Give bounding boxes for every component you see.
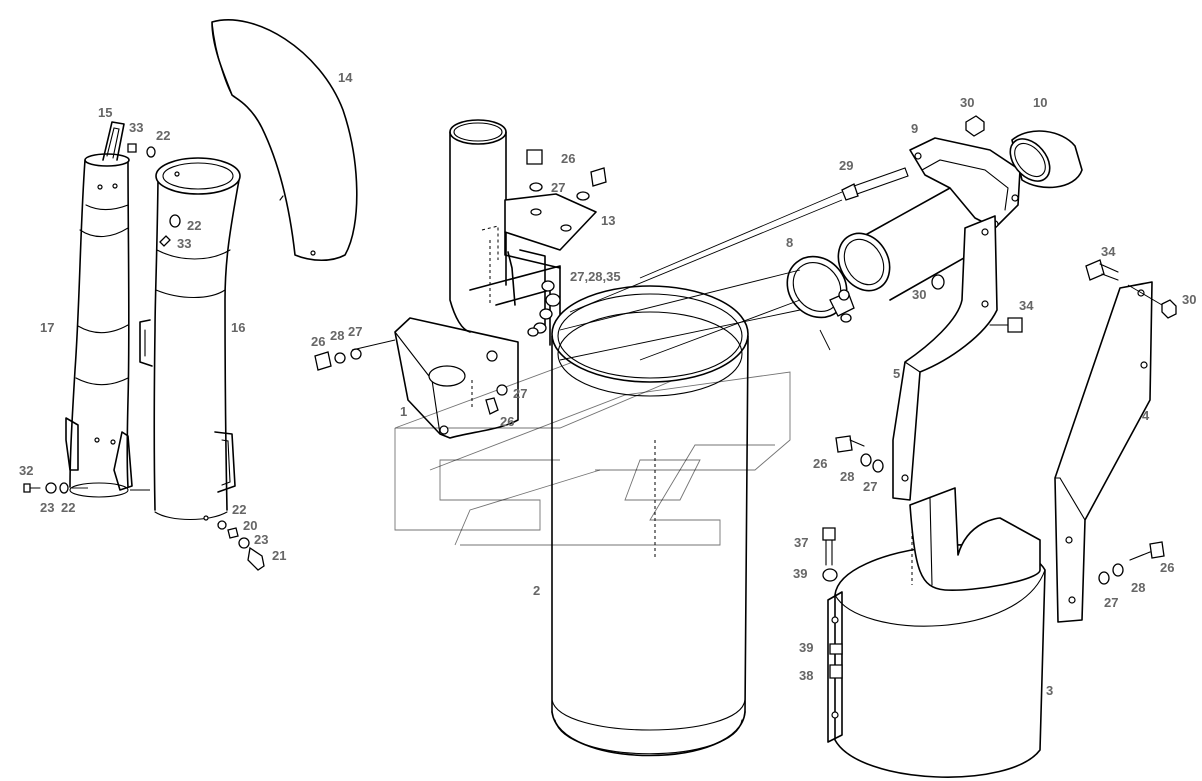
callout-23: 23: [254, 532, 268, 547]
callout-27: 27: [863, 479, 877, 494]
callout-28: 28: [1131, 580, 1145, 595]
part-16-exhaust-pipe: [139, 157, 241, 521]
callout-30: 30: [960, 95, 974, 110]
callout-26: 26: [561, 151, 575, 166]
callout-27-28-35: 27,28,35: [570, 269, 621, 284]
callout-9: 9: [911, 121, 918, 136]
watermark-logo: [394, 351, 791, 546]
callout-20: 20: [243, 518, 257, 533]
part-8-pipe-clamp: [786, 255, 855, 323]
callout-13: 13: [601, 213, 615, 228]
callout-38: 38: [799, 668, 813, 683]
hardware-group-bracket-left: [314, 348, 362, 371]
part-10-end-cap: [1009, 130, 1083, 189]
hardware-stack-27-28-35: [527, 280, 561, 337]
callouts: 14 15 33 22 22 33 17 16 32 23 22 22 20 2…: [19, 70, 1196, 698]
callout-27: 27: [551, 180, 565, 195]
hardware-bolt-37: [822, 527, 838, 582]
callout-8: 8: [786, 235, 793, 250]
callout-26: 26: [1160, 560, 1174, 575]
part-9-elbow-pipe: [837, 137, 1021, 301]
callout-3: 3: [1046, 683, 1053, 698]
hardware-group-bottom-center-left: [217, 520, 265, 571]
callout-23: 23: [40, 500, 54, 515]
part-14-rain-cap-elbow: [211, 19, 358, 262]
callout-4: 4: [1142, 408, 1150, 423]
callout-26: 26: [311, 334, 325, 349]
hardware-group-right: [989, 259, 1177, 333]
callout-22: 22: [156, 128, 170, 143]
callout-21: 21: [272, 548, 286, 563]
callout-22: 22: [232, 502, 246, 517]
part-17-exhaust-pipe: [65, 121, 133, 498]
callout-28: 28: [330, 328, 344, 343]
callout-30: 30: [912, 287, 926, 302]
callout-30: 30: [1182, 292, 1196, 307]
callout-27: 27: [348, 324, 362, 339]
callout-22: 22: [61, 500, 75, 515]
part-5-support-bracket: [892, 215, 998, 501]
callout-14: 14: [338, 70, 353, 85]
callout-34: 34: [1019, 298, 1034, 313]
callout-39: 39: [793, 566, 807, 581]
part-3-lower-canister: [827, 487, 1046, 778]
hardware-bolt-29: [841, 167, 909, 201]
callout-27: 27: [513, 386, 527, 401]
callout-1: 1: [400, 404, 407, 419]
callout-33: 33: [177, 236, 191, 251]
callout-26: 26: [813, 456, 827, 471]
callout-5: 5: [893, 366, 900, 381]
callout-27: 27: [1104, 595, 1118, 610]
part-1-bracket-with-riser: [394, 119, 561, 439]
part-4-flat-strap: [1054, 281, 1153, 623]
callout-17: 17: [40, 320, 54, 335]
part-13-upper-bracket: [504, 149, 607, 331]
hardware-group-top-left: [127, 143, 156, 158]
callout-15: 15: [98, 105, 112, 120]
hardware-group-far-right: [1098, 541, 1165, 585]
callout-37: 37: [794, 535, 808, 550]
part-2-muffler-body: [551, 285, 749, 757]
hardware-nut-30-top: [965, 115, 985, 137]
callout-10: 10: [1033, 95, 1047, 110]
callout-32: 32: [19, 463, 33, 478]
callout-28: 28: [840, 469, 854, 484]
callout-22: 22: [187, 218, 201, 233]
callout-2: 2: [533, 583, 540, 598]
callout-26: 26: [500, 414, 514, 429]
callout-33: 33: [129, 120, 143, 135]
callout-16: 16: [231, 320, 245, 335]
callout-34: 34: [1101, 244, 1116, 259]
hardware-group-center-right: [835, 435, 884, 473]
assembly-lines: [72, 191, 1163, 491]
callout-29: 29: [839, 158, 853, 173]
hardware-group-bottom-left: [23, 482, 69, 494]
callout-39: 39: [799, 640, 813, 655]
